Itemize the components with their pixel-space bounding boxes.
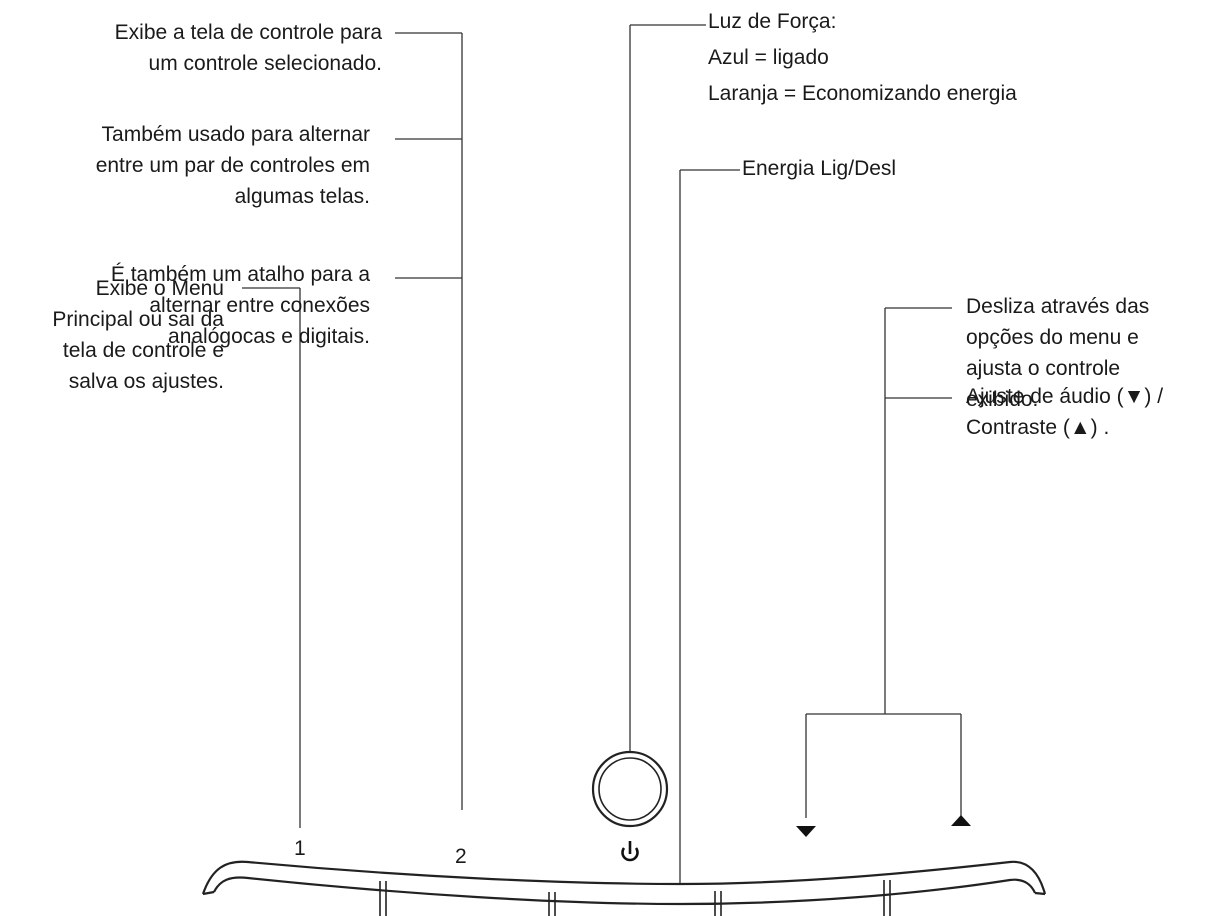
power-light-description: Luz de Força: Azul = ligado Laranja = Ec… [708,10,1017,105]
button2-description-2: Também usado para alternar entre um par … [95,123,370,208]
power-button[interactable] [616,836,644,864]
button-1-label[interactable]: 1 [294,837,306,860]
up-arrow-icon [951,815,971,826]
down-arrow-button[interactable] [794,818,818,842]
arrows-description: Desliza através das opções do menu e aju… [966,295,1150,411]
button-bezel [201,860,1047,916]
arrows-shortcut-description: Ajuste de áudio (▼) / Contraste (▲) . [966,385,1164,439]
button1-description: Exibe o Menu Principal ou sai da tela de… [52,277,224,393]
power-button-description: Energia Lig/Desl [742,157,897,180]
button2-description-1: Exibe a tela de controle para um control… [114,21,382,75]
power-led-icon [591,750,669,828]
down-arrow-icon [796,826,816,837]
button-2-label[interactable]: 2 [455,845,467,868]
button2-description-3: É também um atalho para a alternar entre… [110,263,370,348]
up-arrow-button[interactable] [949,810,973,834]
power-symbol-icon [621,841,639,862]
